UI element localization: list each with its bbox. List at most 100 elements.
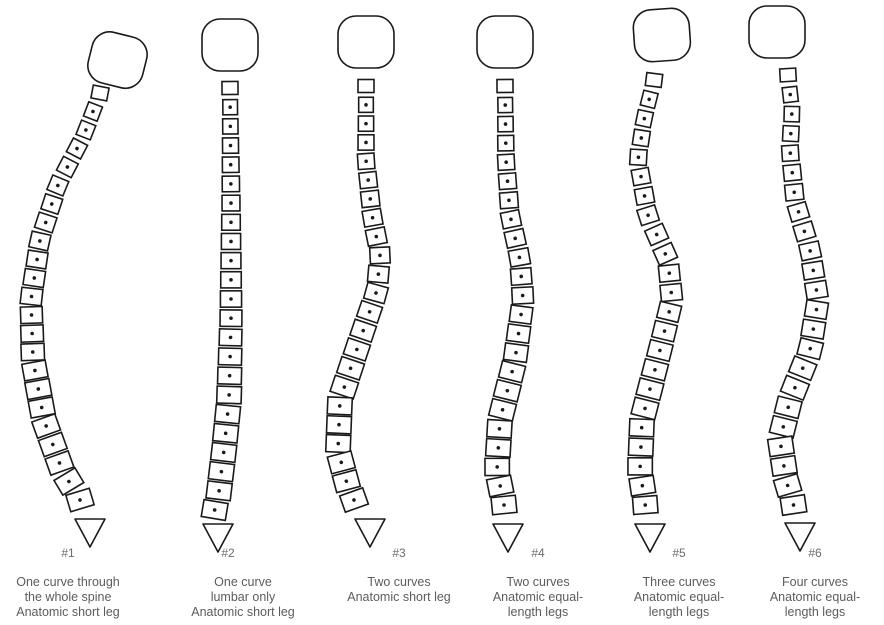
vertebra-6-7 (785, 184, 804, 201)
vertebra-dot (229, 201, 233, 205)
labels-layer: #1One curve throughthe whole spineAnatom… (16, 546, 860, 619)
vertebra-5-15 (647, 340, 673, 362)
vertebra-1-23 (66, 488, 94, 511)
vertebra-4-19 (487, 420, 512, 439)
vertebra-dot (229, 316, 233, 320)
vertebra-1-10 (26, 250, 48, 269)
vertebra-1-16 (22, 360, 48, 381)
vertebra-5-9 (645, 223, 669, 245)
vertebra-6-17 (780, 375, 809, 400)
vertebra-6-16 (789, 356, 817, 380)
vertebra-6-23 (780, 495, 807, 516)
vertebra-3-10 (370, 247, 391, 264)
vertebra-6-22 (774, 474, 802, 497)
vertebra-2-9 (221, 233, 240, 249)
vertebra-2-8 (222, 214, 241, 230)
vertebra-1-12 (20, 287, 43, 306)
vertebra-4-22 (487, 475, 514, 497)
vertebra-4-8 (500, 210, 521, 229)
vertebra-2-5 (222, 157, 239, 173)
spine-caption-line: Anatomic short leg (16, 605, 120, 619)
vertebra-4-11 (510, 268, 532, 286)
vertebra-1-17 (25, 378, 52, 399)
spine-caption-line: Three curves (643, 575, 716, 589)
vertebra-1-8 (34, 212, 57, 233)
vertebra-dot (229, 182, 233, 186)
vertebra-2-20 (211, 443, 237, 463)
vertebra-5-13 (657, 301, 682, 322)
vertebra-3-6 (359, 171, 378, 188)
vertebra-2-23 (201, 500, 228, 521)
vertebra-5-19 (629, 419, 654, 437)
vertebra-3-7 (360, 190, 379, 208)
vertebra-6-1 (780, 68, 797, 82)
vertebra-4-20 (486, 439, 511, 458)
vertebra-6-11 (802, 261, 825, 280)
spine-caption-line: length legs (785, 605, 845, 619)
vertebra-4-13 (509, 305, 533, 324)
vertebra-5-18 (631, 397, 659, 420)
vertebra-5-8 (637, 205, 659, 226)
vertebra-2-4 (222, 138, 238, 154)
vertebra-2-12 (220, 291, 241, 307)
vertebra-4-23 (491, 495, 517, 515)
spine-caption-line: Anatomic equal- (493, 590, 583, 604)
vertebra-2-3 (223, 119, 238, 134)
vertebra-4-5 (497, 154, 514, 170)
vertebra-body (497, 79, 513, 92)
spine-number-label: #6 (808, 546, 822, 560)
spine-number-label: #1 (61, 546, 75, 560)
vertebra-2-11 (221, 272, 242, 288)
vertebra-2-1 (222, 81, 238, 94)
spine-caption-line: Anatomic short leg (347, 590, 451, 604)
spine-caption-line: Anatomic short leg (191, 605, 295, 619)
vertebra-5-22 (629, 475, 656, 496)
vertebra-3-20 (326, 434, 351, 452)
vertebra-2-10 (221, 253, 241, 269)
vertebra-3-12 (364, 282, 389, 303)
vertebra-dot (638, 465, 642, 469)
spine-caption-line: Anatomic equal- (770, 590, 860, 604)
vertebra-dot (229, 220, 233, 224)
vertebra-dot (228, 105, 232, 109)
vertebra-5-23 (632, 496, 658, 515)
skull-6 (749, 6, 805, 58)
vertebra-2-7 (222, 195, 240, 211)
vertebra-dot (229, 297, 233, 301)
vertebra-1-1 (91, 85, 109, 101)
vertebra-2-15 (218, 348, 242, 365)
vertebra-5-5 (630, 149, 647, 165)
vertebra-dot (229, 259, 233, 263)
vertebra-6-5 (782, 145, 800, 162)
spine-number-label: #5 (672, 546, 686, 560)
vertebra-6-18 (774, 396, 802, 418)
skull-1 (84, 28, 151, 92)
spine-caption-line: length legs (649, 605, 709, 619)
vertebra-3-4 (358, 135, 374, 150)
vertebra-5-11 (658, 264, 680, 282)
vertebra-2-14 (219, 329, 242, 346)
spine-number-label: #4 (531, 546, 545, 560)
vertebra-6-3 (784, 106, 800, 122)
vertebra-dot (229, 125, 233, 129)
vertebra-dot (364, 122, 368, 126)
vertebra-1-4 (66, 138, 87, 159)
vertebra-4-18 (489, 399, 517, 421)
vertebra-2-18 (215, 404, 241, 423)
vertebra-5-3 (635, 110, 653, 128)
vertebra-6-9 (793, 221, 816, 242)
vertebra-6-21 (771, 456, 798, 477)
vertebra-6-2 (782, 86, 798, 103)
vertebra-3-5 (357, 153, 375, 170)
vertebra-5-20 (628, 438, 653, 456)
vertebra-4-2 (498, 97, 513, 112)
spine-caption-line: length legs (508, 605, 568, 619)
spine-caption-line: Two curves (506, 575, 569, 589)
vertebra-6-10 (799, 241, 822, 261)
spines-layer (20, 6, 828, 552)
vertebra-6-4 (782, 126, 799, 142)
vertebra-dot (229, 240, 233, 244)
sacrum-4 (493, 524, 523, 552)
vertebra-4-3 (498, 116, 514, 131)
vertebra-1-5 (56, 156, 78, 177)
